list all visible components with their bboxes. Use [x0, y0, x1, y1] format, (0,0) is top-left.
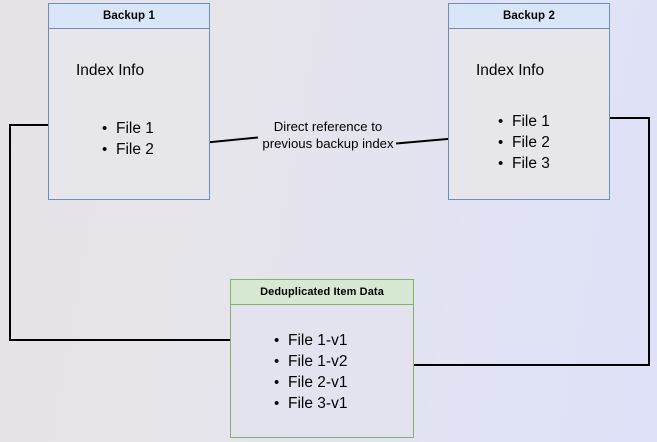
list-item[interactable]: File 1: [101, 118, 154, 139]
backup-2-index-info-label: Index Info: [476, 62, 545, 79]
node-backup-2-header: Backup 2: [449, 4, 609, 29]
dedup-file-list: File 1-v1 File 1-v2 File 2-v1 File 3-v1: [273, 330, 347, 414]
list-item[interactable]: File 1-v1: [273, 330, 347, 351]
node-dedup-body: File 1-v1 File 1-v2 File 2-v1 File 3-v1: [231, 305, 413, 437]
edge-backup2-to-dedup: [380, 117, 650, 370]
node-backup-1[interactable]: Backup 1 Index Info File 1 File 2: [48, 3, 210, 200]
backup-2-file-list: File 1 File 2 File 3: [497, 111, 550, 174]
backup-1-file-list: File 1 File 2: [101, 118, 154, 160]
list-item[interactable]: File 1: [497, 111, 550, 132]
backup-1-index-info-label: Index Info: [76, 62, 145, 79]
list-item[interactable]: File 2: [497, 132, 550, 153]
list-item[interactable]: File 2-v1: [273, 372, 347, 393]
node-backup-2[interactable]: Backup 2 Index Info File 1 File 2 File 3: [448, 3, 610, 200]
list-item[interactable]: File 3-v1: [273, 393, 347, 414]
list-item[interactable]: File 1-v2: [273, 351, 347, 372]
node-backup-2-body: Index Info File 1 File 2 File 3: [449, 29, 609, 199]
node-backup-1-body: Index Info File 1 File 2: [49, 29, 209, 199]
node-dedup-header: Deduplicated Item Data: [231, 280, 413, 305]
edge-label-line-1: Direct reference to: [273, 119, 383, 134]
edge-label-line-2: previous backup index: [262, 135, 394, 151]
list-item[interactable]: File 2: [101, 139, 154, 160]
node-deduplicated-item-data[interactable]: Deduplicated Item Data File 1-v1 File 1-…: [230, 279, 414, 438]
node-backup-1-header: Backup 1: [49, 4, 209, 29]
edge-label-direct-reference: Direct reference to previous backup inde…: [246, 119, 410, 152]
list-item[interactable]: File 3: [497, 153, 550, 174]
